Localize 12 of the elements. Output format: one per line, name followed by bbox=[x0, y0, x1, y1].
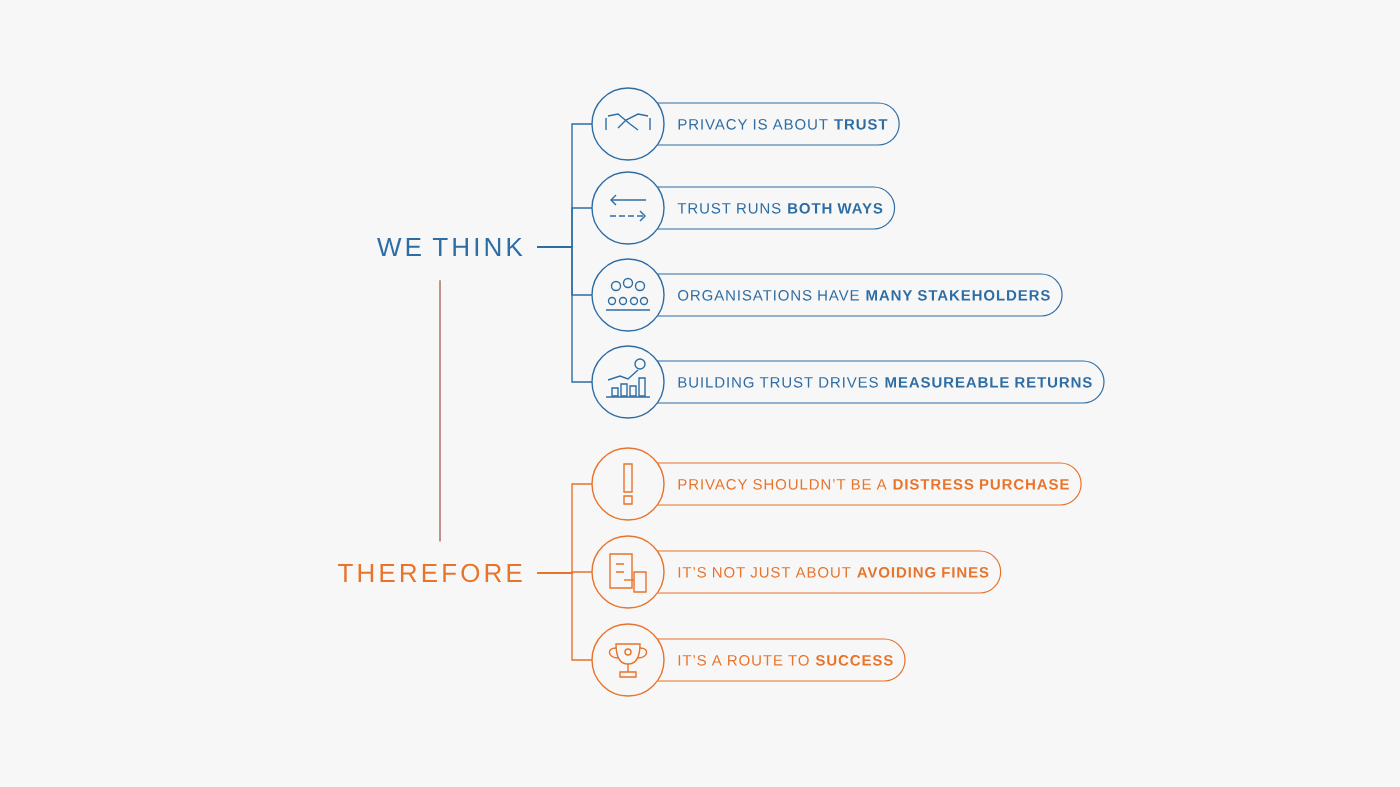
heading: WE THINK bbox=[377, 238, 523, 256]
statement-pill: IT’S A ROUTE TO SUCCESS bbox=[591, 623, 906, 697]
statement-pill: BUILDING TRUST DRIVES MEASUREABLE RETURNS bbox=[591, 345, 1105, 419]
statement-pill: IT’S NOT JUST ABOUT AVOIDING FINES bbox=[591, 535, 1002, 609]
statement-pill: PRIVACY SHOULDN’T BE A DISTRESS PURCHASE bbox=[591, 447, 1082, 521]
statement-pill: ORGANISATIONS HAVE MANY STAKEHOLDERS bbox=[591, 258, 1063, 332]
bracket-connector bbox=[536, 246, 593, 383]
bracket-connector bbox=[536, 572, 593, 661]
heading: THEREFORE bbox=[338, 563, 522, 583]
statement-pill: TRUST RUNS BOTH WAYS bbox=[591, 171, 896, 245]
statement-pill: PRIVACY IS ABOUT TRUST bbox=[591, 87, 900, 161]
connector-line bbox=[439, 279, 441, 543]
